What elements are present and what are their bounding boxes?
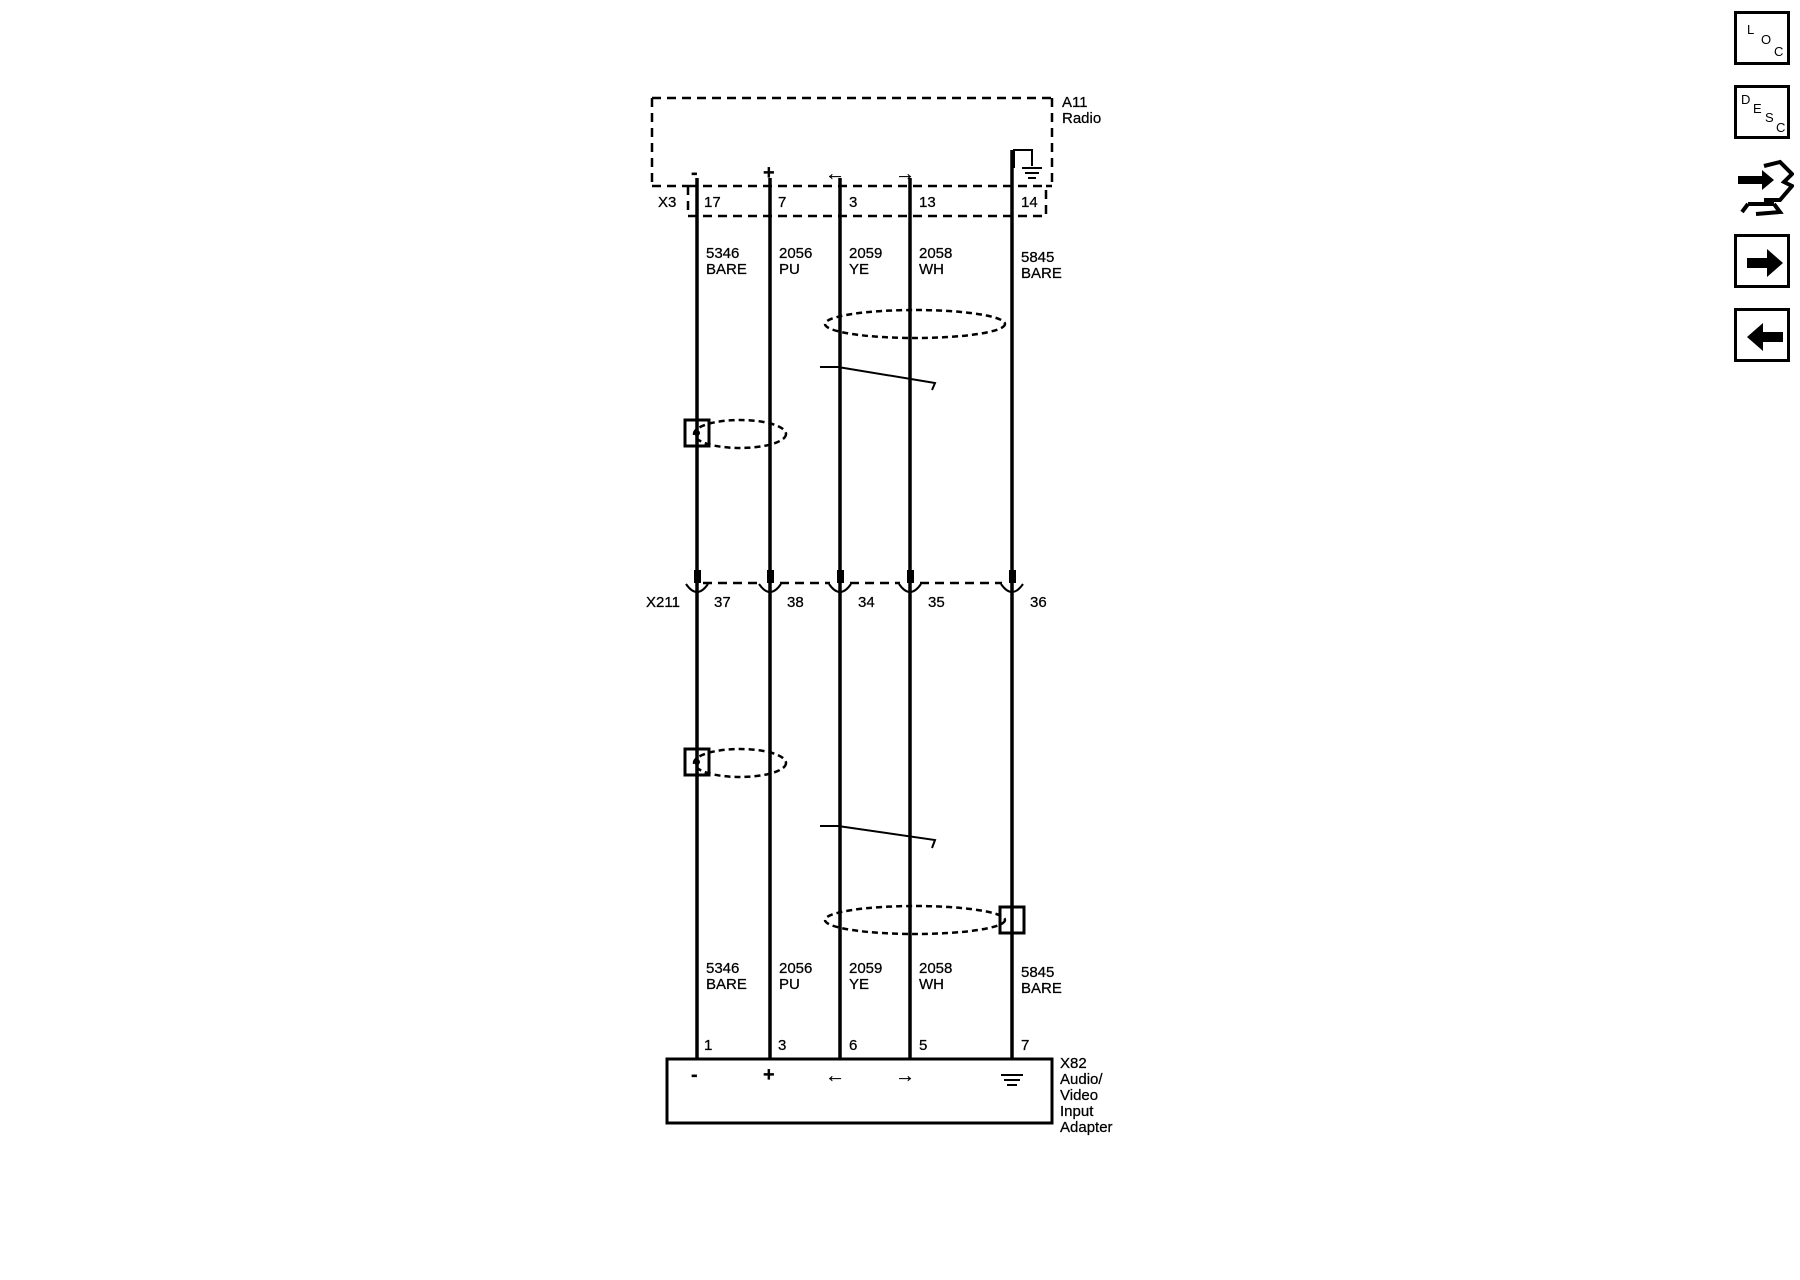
circuit-number: 5346: [706, 960, 739, 977]
circuit-color: BARE: [706, 261, 747, 278]
circuit-color: PU: [779, 976, 800, 993]
circuit-color: YE: [849, 261, 869, 278]
upper-circuit-labels: 5346 BARE 2056 PU 2059 YE 2058 WH 5845 B…: [706, 245, 1062, 282]
circuit-color: YE: [849, 976, 869, 993]
adapter-name-line-1: Audio/: [1060, 1071, 1103, 1088]
x211-ref: X211: [646, 594, 680, 611]
shield-symbols: [683, 308, 1026, 936]
circuit-number: 2056: [779, 960, 812, 977]
adapter-pin-symbols: - + ← →: [691, 1064, 915, 1087]
circuit-color: BARE: [706, 976, 747, 993]
radio-pin-symbols: - + ← →: [691, 162, 915, 185]
right-arrow-icon: [1747, 249, 1783, 277]
radio-ref: A11: [1062, 94, 1088, 111]
circuit-number: 2059: [849, 960, 882, 977]
x211-pin: 35: [928, 594, 945, 611]
adapter-name-line-3: Input: [1060, 1103, 1094, 1120]
desc-letter-s: S: [1765, 110, 1774, 125]
next-page-button[interactable]: [1734, 234, 1790, 288]
loc-letter-c: C: [1774, 44, 1783, 59]
connector-end-view-button[interactable]: [1734, 156, 1794, 216]
circuit-number: 2058: [919, 245, 952, 262]
circuit-number: 2058: [919, 960, 952, 977]
adapter-name-line-2: Video: [1060, 1087, 1098, 1104]
x82-pin: 3: [778, 1037, 786, 1054]
circuit-number: 5845: [1021, 964, 1054, 981]
radio-symbol-minus: -: [691, 162, 698, 184]
previous-page-button[interactable]: [1734, 308, 1790, 362]
adapter-symbol-plus: +: [763, 1064, 775, 1086]
circuit-number: 5845: [1021, 249, 1054, 266]
x211-inline-connector: X211: [646, 570, 1024, 611]
x3-pin: 17: [704, 194, 721, 211]
connector-tool-icon: [1738, 159, 1794, 216]
x3-pin: 14: [1021, 194, 1038, 211]
x3-pin: 3: [849, 194, 857, 211]
x211-pin: 34: [858, 594, 875, 611]
x3-pin: 13: [919, 194, 936, 211]
circuit-color: PU: [779, 261, 800, 278]
circuit-color: WH: [919, 976, 944, 993]
twisted-pair-symbols: [820, 366, 937, 849]
adapter-module: X82 Audio/ Video Input Adapter: [665, 1055, 1113, 1136]
radio-symbol-left-arrow: ←: [825, 163, 845, 185]
circuit-color: BARE: [1021, 265, 1062, 282]
x82-pin: 6: [849, 1037, 857, 1054]
x82-pin: 1: [704, 1037, 712, 1054]
x3-connector-label: X3: [658, 194, 676, 211]
desc-letter-e: E: [1753, 101, 1762, 116]
circuit-number: 2056: [779, 245, 812, 262]
x82-pin: 7: [1021, 1037, 1029, 1054]
x3-pin: 7: [778, 194, 786, 211]
circuit-color: WH: [919, 261, 944, 278]
circuit-number: 2059: [849, 245, 882, 262]
x211-pin: 36: [1030, 594, 1047, 611]
circuit-color: BARE: [1021, 980, 1062, 997]
circuit-number: 5346: [706, 245, 739, 262]
x82-pin: 5: [919, 1037, 927, 1054]
adapter-symbol-left-arrow: ←: [825, 1065, 845, 1087]
loc-button[interactable]: L O C: [1734, 11, 1790, 65]
lower-circuit-labels: 5346 BARE 2056 PU 2059 YE 2058 WH 5845 B…: [706, 960, 1062, 997]
desc-button[interactable]: D E S C: [1734, 85, 1790, 139]
x211-pin-numbers: 37 38 34 35 36: [714, 594, 1047, 611]
radio-symbol-right-arrow: →: [895, 163, 915, 185]
loc-letter-o: O: [1761, 32, 1771, 47]
x211-pin: 37: [714, 594, 731, 611]
adapter-name-line-4: Adapter: [1060, 1119, 1113, 1136]
radio-name: Radio: [1062, 110, 1101, 127]
radio-module: A11 Radio X3: [650, 94, 1101, 218]
radio-symbol-plus: +: [763, 162, 775, 184]
x3-pin-numbers: 17 7 3 13 14: [704, 194, 1038, 211]
adapter-symbol-right-arrow: →: [895, 1065, 915, 1087]
x211-pin: 38: [787, 594, 804, 611]
wires: [695, 150, 1014, 1060]
loc-letter-l: L: [1747, 22, 1754, 37]
desc-letter-c: C: [1776, 120, 1785, 135]
adapter-symbol-minus: -: [691, 1064, 698, 1086]
adapter-ref: X82: [1060, 1055, 1087, 1072]
x82-pin-numbers: 1 3 6 5 7: [704, 1037, 1030, 1054]
left-arrow-icon: [1747, 323, 1783, 351]
desc-letter-d: D: [1741, 92, 1750, 107]
